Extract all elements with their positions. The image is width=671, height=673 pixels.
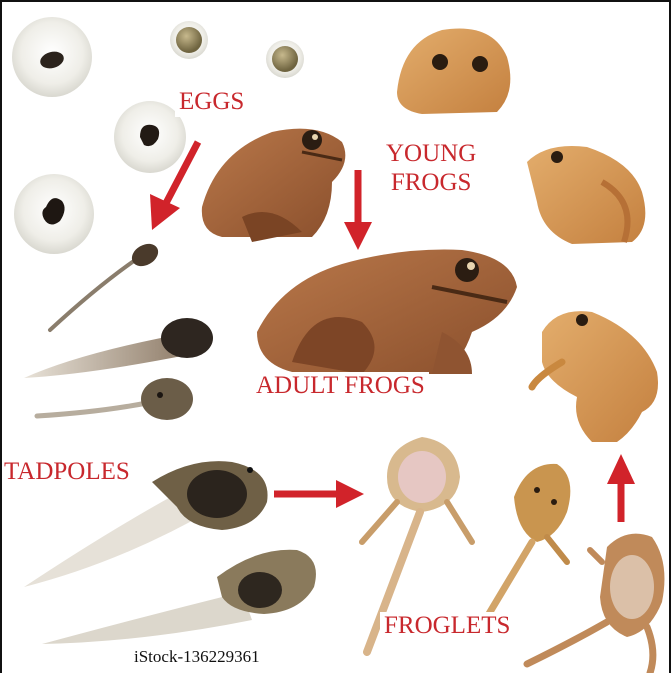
young-frogs-label-line2: FROGS: [386, 169, 476, 198]
tadpole-group-upper: [24, 239, 213, 420]
tadpole: [50, 239, 162, 330]
young-frog-top: [397, 29, 510, 114]
arrow-young-frogs-to-adult-frogs: [344, 170, 372, 250]
arrow-froglets-to-young-frogs: [607, 454, 635, 522]
young-frog-right: [527, 146, 645, 244]
egg: [12, 17, 92, 97]
egg: [14, 174, 94, 254]
image-credit: iStock-136229361: [128, 646, 266, 668]
froglet-underside: [527, 534, 664, 673]
froglet-tailed: [487, 464, 570, 617]
tadpole-group-lower: [24, 461, 316, 644]
young-frogs-label-line1: YOUNG: [386, 140, 476, 169]
egg: [266, 40, 304, 78]
froglets-label: FROGLETS: [380, 612, 514, 641]
arrow-tadpoles-to-froglets: [274, 480, 364, 508]
tadpoles-label: TADPOLES: [0, 458, 134, 487]
tadpole: [37, 378, 193, 420]
young-frogs-label: YOUNG FROGS: [382, 140, 480, 198]
egg: [170, 21, 208, 59]
adult-frogs-label: ADULT FROGS: [252, 372, 429, 401]
eggs-label: EGGS: [175, 88, 248, 117]
adult-frog-large: [257, 250, 517, 374]
young-frog-middle: [532, 311, 658, 442]
adult-frog-small: [202, 129, 346, 242]
